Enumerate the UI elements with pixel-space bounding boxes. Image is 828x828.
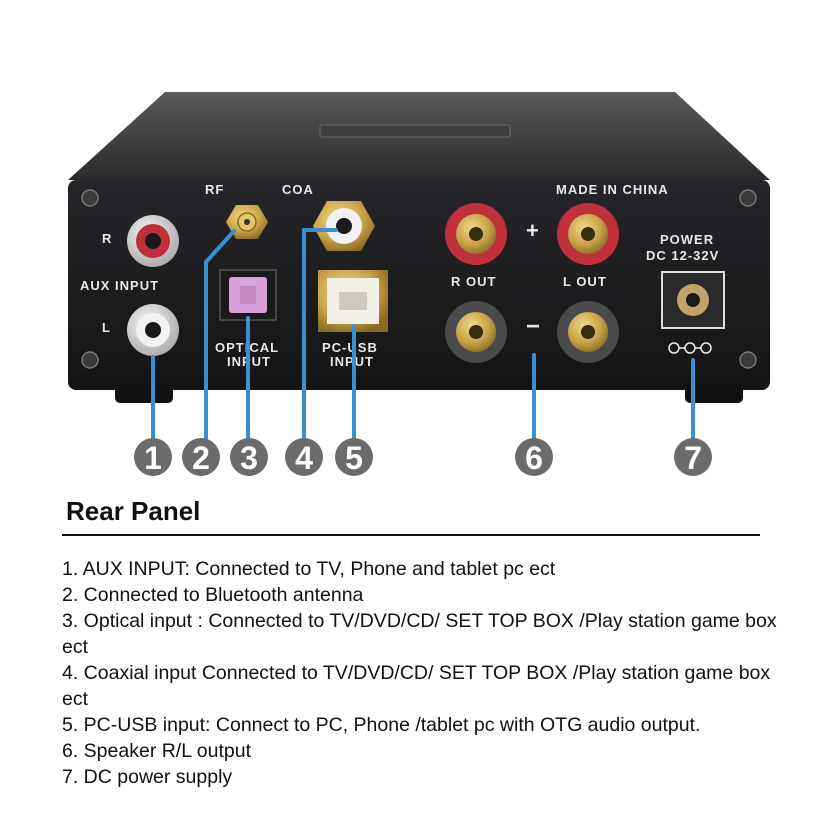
callout-circle-3 <box>230 438 268 476</box>
callout-number-3: 3 <box>240 440 258 476</box>
list-item: 3. Optical input : Connected to TV/DVD/C… <box>62 610 777 658</box>
list-item: 5. PC-USB input: Connect to PC, Phone /t… <box>62 714 701 736</box>
top-vent-slot <box>319 124 511 138</box>
list-item: 6. Speaker R/L output <box>62 740 251 762</box>
screw-icon <box>81 351 99 369</box>
rf-antenna-connector <box>226 205 268 239</box>
callout-circle-4 <box>285 438 323 476</box>
screw-icon <box>739 189 757 207</box>
description-list: 1. AUX INPUT: Connected to TV, Phone and… <box>62 556 792 790</box>
usb-b-port <box>318 270 388 332</box>
plus-sign: + <box>526 218 540 243</box>
power-label: POWER <box>660 232 714 247</box>
list-item: 2. Connected to Bluetooth antenna <box>62 584 364 606</box>
r-out-label: R OUT <box>451 274 496 289</box>
right-foot <box>685 385 743 403</box>
callout-number-6: 6 <box>525 440 543 476</box>
l-out-minus-terminal <box>557 301 619 363</box>
callout-number-5: 5 <box>345 440 363 476</box>
callout-circle-7 <box>674 438 712 476</box>
r-out-plus-terminal <box>445 203 507 265</box>
callout-number-1: 1 <box>144 440 162 476</box>
minus-sign: − <box>526 313 541 340</box>
title-underline <box>62 534 760 536</box>
aux-l-rca-jack <box>127 304 179 356</box>
section-title: Rear Panel <box>66 496 201 526</box>
l-out-label: L OUT <box>563 274 607 289</box>
dc-polarity-icon <box>668 342 712 354</box>
callout-number-2: 2 <box>192 440 210 476</box>
l-channel-label: L <box>102 320 111 335</box>
aux-input-label: AUX INPUT <box>80 278 159 293</box>
corner-screws <box>81 189 757 369</box>
screw-icon <box>81 189 99 207</box>
callout-circle-1 <box>134 438 172 476</box>
r-out-minus-terminal <box>445 301 507 363</box>
callout-line-2 <box>204 229 236 440</box>
callout-circle-6 <box>515 438 553 476</box>
dc-power-jack <box>661 271 725 329</box>
optical-port <box>219 269 277 321</box>
aux-r-rca-jack <box>127 215 179 267</box>
pc-usb-input-label: INPUT <box>330 354 374 369</box>
callout-lines <box>151 228 695 440</box>
rf-label: RF <box>205 182 224 197</box>
callout-circle-2 <box>182 438 220 476</box>
made-in-label: MADE IN CHINA <box>556 182 669 197</box>
coa-label: COA <box>282 182 314 197</box>
left-foot <box>115 385 173 403</box>
coaxial-rca-jack <box>313 201 375 251</box>
callout-number-7: 7 <box>684 440 702 476</box>
callout-number-4: 4 <box>295 440 313 476</box>
pc-usb-label: PC-USB <box>322 340 378 355</box>
list-item: 7. DC power supply <box>62 766 233 788</box>
dc-voltage-label: DC 12-32V <box>646 248 719 263</box>
callout-circle-5 <box>335 438 373 476</box>
r-channel-label: R <box>102 231 112 246</box>
list-item: 4. Coaxial input Connected to TV/DVD/CD/… <box>62 662 771 710</box>
l-out-plus-terminal <box>557 203 619 265</box>
list-item: 1. AUX INPUT: Connected to TV, Phone and… <box>62 558 556 580</box>
callout-markers: 1 2 3 4 5 6 7 <box>134 438 712 476</box>
screw-icon <box>739 351 757 369</box>
